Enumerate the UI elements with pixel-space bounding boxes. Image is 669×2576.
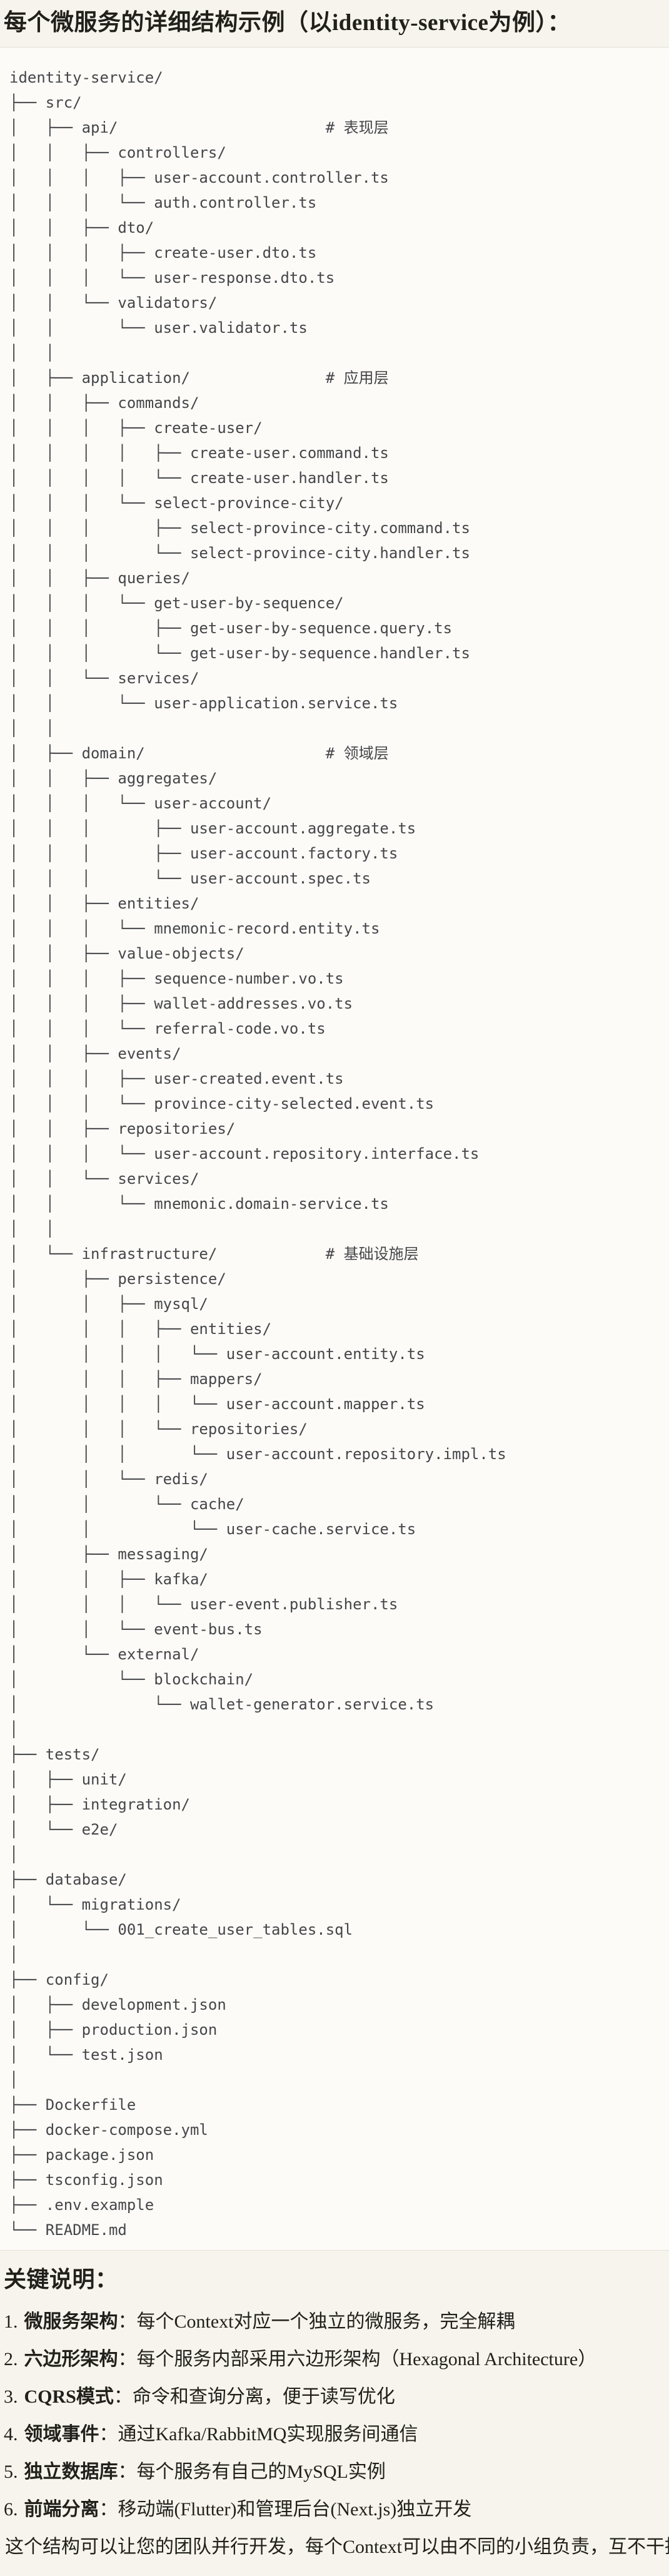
note-item: 6. 前端分离：移动端(Flutter)和管理后台(Next.js)独立开发 — [4, 2497, 665, 2522]
note-colon: ： — [118, 2349, 137, 2370]
note-text: 每个服务内部采用六边形架构（Hexagonal Architecture） — [136, 2349, 597, 2370]
note-text: 每个Context对应一个独立的微服务，完全解耦 — [136, 2311, 515, 2332]
note-label: 微服务架构 — [24, 2311, 118, 2332]
tree-pre: identity-service/ ├── src/ │ ├── api/ # … — [9, 69, 506, 2239]
note-colon: ： — [118, 2461, 137, 2482]
footer-text: 这个结构可以让您的团队并行开发，每个Context可以由不同的小组负责，互不干扰… — [5, 2537, 669, 2557]
note-label: CQRS模式 — [24, 2386, 114, 2407]
note-label: 领域事件 — [24, 2424, 99, 2445]
note-number: 5. — [4, 2461, 18, 2482]
note-item: 4. 领域事件：通过Kafka/RabbitMQ实现服务间通信 — [4, 2422, 665, 2447]
note-text: 每个服务有自己的MySQL实例 — [136, 2461, 386, 2482]
note-colon: ： — [113, 2386, 133, 2407]
note-number: 6. — [4, 2499, 18, 2520]
note-colon: ： — [118, 2311, 137, 2332]
note-number: 2. — [4, 2349, 18, 2370]
note-label: 前端分离 — [24, 2499, 99, 2520]
note-number: 3. — [4, 2386, 18, 2407]
note-label: 六边形架构 — [24, 2349, 118, 2370]
note-label: 独立数据库 — [24, 2461, 118, 2482]
note-text: 通过Kafka/RabbitMQ实现服务间通信 — [118, 2424, 418, 2445]
note-colon: ： — [99, 2424, 118, 2445]
code-block: identity-service/ ├── src/ │ ├── api/ # … — [0, 47, 669, 2251]
note-text: 移动端(Flutter)和管理后台(Next.js)独立开发 — [118, 2499, 472, 2520]
notes-section: 关键说明： 1.微服务架构：每个Context对应一个独立的微服务，完全解耦 2… — [0, 2266, 669, 2560]
note-number: 4. — [4, 2424, 18, 2445]
notes-heading: 关键说明： — [4, 2267, 118, 2292]
note-item: 2. 六边形架构：每个服务内部采用六边形架构（Hexagonal Architec… — [4, 2347, 665, 2372]
note-item: 5. 独立数据库：每个服务有自己的MySQL实例 — [4, 2460, 665, 2485]
notes-list: 1.微服务架构：每个Context对应一个独立的微服务，完全解耦 2.六边形架构… — [4, 2309, 665, 2522]
page-title: 每个微服务的详细结构示例（以identity-service为例）： — [4, 10, 571, 36]
note-item: 3. CQRS模式：命令和查询分离，便于读写优化 — [4, 2385, 665, 2410]
note-text: 命令和查询分离，便于读写优化 — [132, 2386, 395, 2407]
document-header: 每个微服务的详细结构示例（以identity-service为例）： — [0, 0, 669, 38]
note-colon: ： — [99, 2499, 118, 2520]
note-item: 1. 微服务架构：每个Context对应一个独立的微服务，完全解耦 — [4, 2309, 665, 2334]
note-number: 1. — [4, 2311, 18, 2332]
